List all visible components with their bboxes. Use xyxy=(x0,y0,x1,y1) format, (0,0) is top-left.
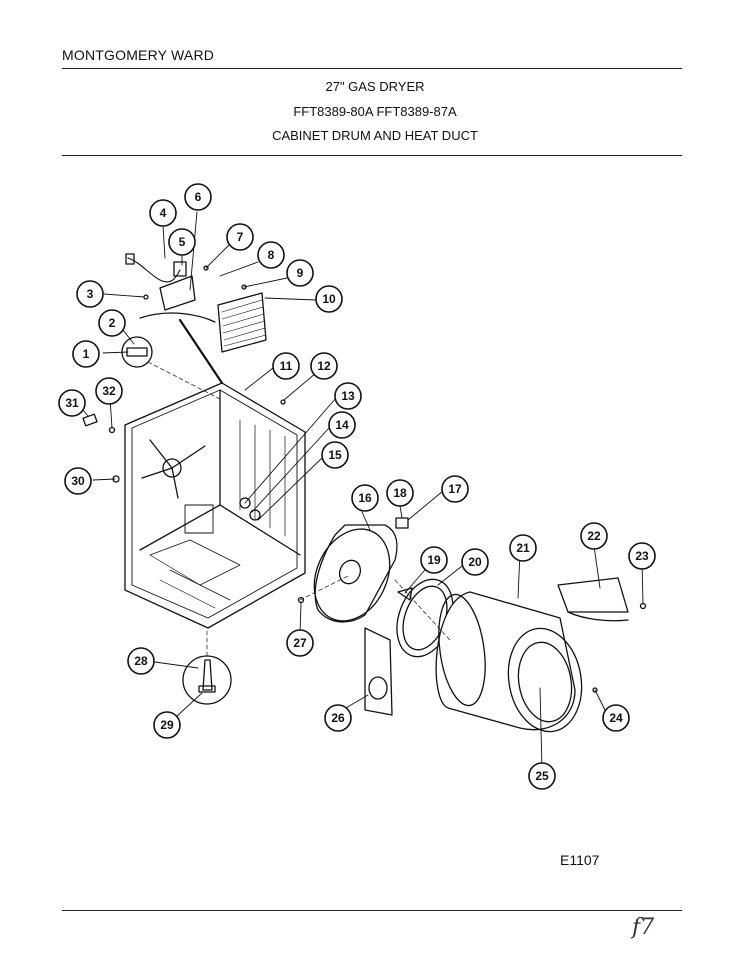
page-mark: f7 xyxy=(632,915,655,940)
svg-text:32: 32 xyxy=(102,384,116,398)
callout-6: 6 xyxy=(184,183,212,211)
svg-text:17: 17 xyxy=(448,482,462,496)
svg-text:30: 30 xyxy=(71,474,85,488)
diagram-code: E1107 xyxy=(560,852,600,868)
svg-text:24: 24 xyxy=(609,711,623,725)
callout-16: 16 xyxy=(351,484,379,512)
svg-text:27: 27 xyxy=(293,636,307,650)
svg-text:31: 31 xyxy=(65,396,79,410)
top-rule xyxy=(62,68,682,69)
svg-text:28: 28 xyxy=(134,654,148,668)
svg-text:23: 23 xyxy=(635,549,649,563)
callout-23: 23 xyxy=(628,542,656,570)
callout-25: 25 xyxy=(528,762,556,790)
callout-2: 2 xyxy=(98,309,126,337)
callout-26: 26 xyxy=(324,704,352,732)
svg-text:11: 11 xyxy=(280,359,293,373)
alignment-lines xyxy=(147,361,451,657)
svg-text:1: 1 xyxy=(83,347,90,361)
svg-text:21: 21 xyxy=(516,541,530,555)
svg-text:6: 6 xyxy=(195,190,202,204)
bottom-rule xyxy=(62,910,682,911)
callout-32: 32 xyxy=(95,377,123,405)
title-rule xyxy=(62,155,682,156)
brand-name: MONTGOMERY WARD xyxy=(62,47,215,63)
section-title: CABINET DRUM AND HEAT DUCT xyxy=(272,128,478,143)
callout-3: 3 xyxy=(76,280,104,308)
svg-text:13: 13 xyxy=(341,389,355,403)
svg-text:9: 9 xyxy=(297,266,304,280)
top-parts-drawing xyxy=(125,253,267,353)
callout-13: 13 xyxy=(334,382,362,410)
callout-7: 7 xyxy=(226,223,254,251)
svg-text:12: 12 xyxy=(317,359,331,373)
callout-24: 24 xyxy=(602,704,630,732)
callout-5: 5 xyxy=(168,228,196,256)
svg-text:5: 5 xyxy=(179,235,186,249)
svg-text:18: 18 xyxy=(393,486,407,500)
svg-text:29: 29 xyxy=(160,718,174,732)
svg-text:10: 10 xyxy=(322,292,336,306)
svg-text:20: 20 xyxy=(468,555,482,569)
svg-text:26: 26 xyxy=(331,711,345,725)
callout-8: 8 xyxy=(257,241,285,269)
callout-27: 27 xyxy=(286,629,314,657)
callout-11: 11 xyxy=(272,352,300,380)
callout-4: 4 xyxy=(149,199,177,227)
callout-28: 28 xyxy=(127,647,155,675)
svg-text:4: 4 xyxy=(160,206,167,220)
svg-text:14: 14 xyxy=(335,418,349,432)
svg-text:8: 8 xyxy=(268,248,275,262)
callout-18: 18 xyxy=(386,479,414,507)
svg-text:22: 22 xyxy=(587,529,601,543)
callout-12: 12 xyxy=(310,352,338,380)
callout-20: 20 xyxy=(461,548,489,576)
svg-text:16: 16 xyxy=(358,491,372,505)
callout-31: 31 xyxy=(58,389,86,417)
callout-15: 15 xyxy=(321,441,349,469)
callout-17: 17 xyxy=(441,475,469,503)
callout-19: 19 xyxy=(420,546,448,574)
callout-21: 21 xyxy=(509,534,537,562)
svg-text:7: 7 xyxy=(237,230,244,244)
callout-29: 29 xyxy=(153,711,181,739)
model-numbers: FFT8389-80A FFT8389-87A xyxy=(293,104,457,119)
drum-glide-drawing xyxy=(182,655,232,705)
callout-22: 22 xyxy=(580,522,608,550)
callout-1: 1 xyxy=(72,340,100,368)
front-bulkhead-drawing xyxy=(297,517,454,716)
callout-14: 14 xyxy=(328,411,356,439)
callout-10: 10 xyxy=(315,285,343,313)
callout-30: 30 xyxy=(64,467,92,495)
callout-9: 9 xyxy=(286,259,314,287)
svg-text:25: 25 xyxy=(535,769,549,783)
svg-text:2: 2 xyxy=(109,316,116,330)
product-title: 27" GAS DRYER xyxy=(325,79,425,94)
svg-text:15: 15 xyxy=(328,448,342,462)
cabinet-drawing xyxy=(124,318,306,629)
svg-text:3: 3 xyxy=(87,287,94,301)
svg-text:19: 19 xyxy=(427,553,441,567)
